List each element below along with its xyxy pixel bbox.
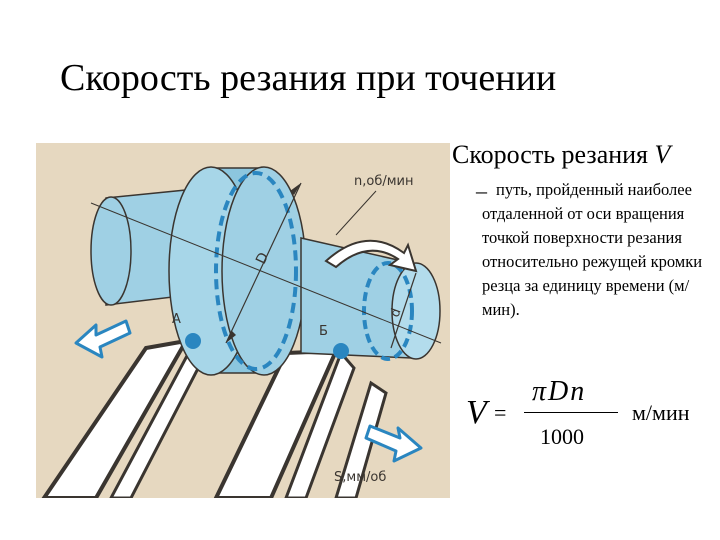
- workpiece-large-disc: [168, 166, 307, 376]
- speed-formula: V = πDn 1000 м/мин: [458, 372, 718, 452]
- formula-unit: м/мин: [632, 400, 690, 425]
- turning-diagram: D d n,об/мин А Б S,мм/об: [36, 143, 450, 498]
- tool-motion-arrow: [74, 319, 132, 359]
- tool-holder-left: [41, 336, 208, 498]
- formula-equals: =: [494, 400, 507, 425]
- definition-dash: –: [476, 178, 487, 203]
- workpiece-right-shaft: [300, 237, 441, 361]
- definition-body: путь, пройденный наиболее отдаленной от …: [482, 180, 703, 319]
- tool-holder-right: [213, 348, 388, 498]
- feed-label: S,мм/об: [334, 470, 386, 485]
- rotation-arrow: [324, 239, 418, 273]
- formula-numerator: πDn: [532, 376, 587, 407]
- definition-text: путь, пройденный наиболее отдаленной от …: [482, 178, 714, 322]
- rotation-label: n,об/мин: [354, 174, 413, 189]
- heading-text: Скорость резания: [452, 140, 655, 169]
- rotation-axis: [90, 202, 442, 344]
- cutting-point-a: [185, 333, 201, 349]
- formula-denominator: 1000: [540, 424, 584, 449]
- rotation-leader: [335, 190, 377, 236]
- heading-variable: V: [654, 140, 671, 169]
- fraction-bar: [524, 412, 618, 413]
- diameter-big-arrow: [225, 182, 302, 344]
- slide-title: Скорость резания при точении: [60, 57, 557, 99]
- point-b-label: Б: [319, 324, 328, 339]
- formula-lhs: V: [466, 394, 487, 431]
- definition-heading: Скорость резания V: [452, 140, 670, 170]
- diameter-small-arrow: [390, 272, 417, 349]
- cutting-point-b: [333, 343, 349, 359]
- point-a-label: А: [172, 312, 181, 327]
- feed-arrow: [364, 424, 423, 463]
